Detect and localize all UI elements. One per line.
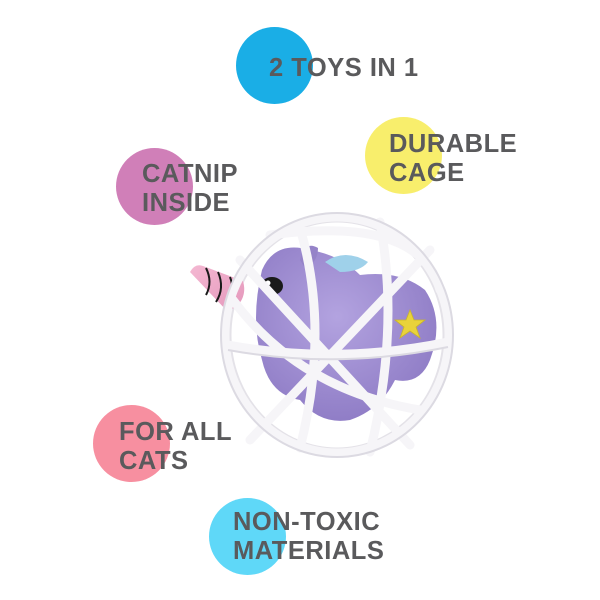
product-cage-ball-image — [190, 212, 454, 458]
feature-line: FOR ALL — [119, 418, 233, 446]
feature-line: INSIDE — [142, 189, 231, 217]
cage-bars-shadow — [220, 212, 454, 458]
cage-bars — [220, 212, 454, 458]
feature-badge-mauve-circle — [116, 148, 193, 225]
feature-line: 2 TOYS IN 1 — [269, 54, 419, 82]
feature-label-non-toxic: NON-TOXIC MATERIALS — [233, 508, 384, 566]
feature-badge-pink-circle — [93, 405, 170, 482]
feature-label-for-all-cats: FOR ALL CATS — [119, 418, 232, 476]
feature-label-catnip-inside: CATNIP INSIDE — [142, 160, 238, 218]
feature-line: NON-TOXIC — [233, 508, 381, 536]
feature-badge-blue-circle — [236, 27, 313, 104]
feature-label-durable-cage: DURABLE CAGE — [389, 130, 517, 188]
feature-label-two-toys: 2 TOYS IN 1 — [269, 54, 419, 83]
feature-line: CATNIP — [142, 160, 239, 188]
feature-line: MATERIALS — [233, 537, 385, 565]
feature-line: CAGE — [389, 159, 465, 187]
feature-badge-cyan-circle — [209, 498, 286, 575]
feature-line: CATS — [119, 447, 189, 475]
feature-line: DURABLE — [389, 130, 518, 158]
feature-badge-yellow-circle — [365, 117, 442, 194]
